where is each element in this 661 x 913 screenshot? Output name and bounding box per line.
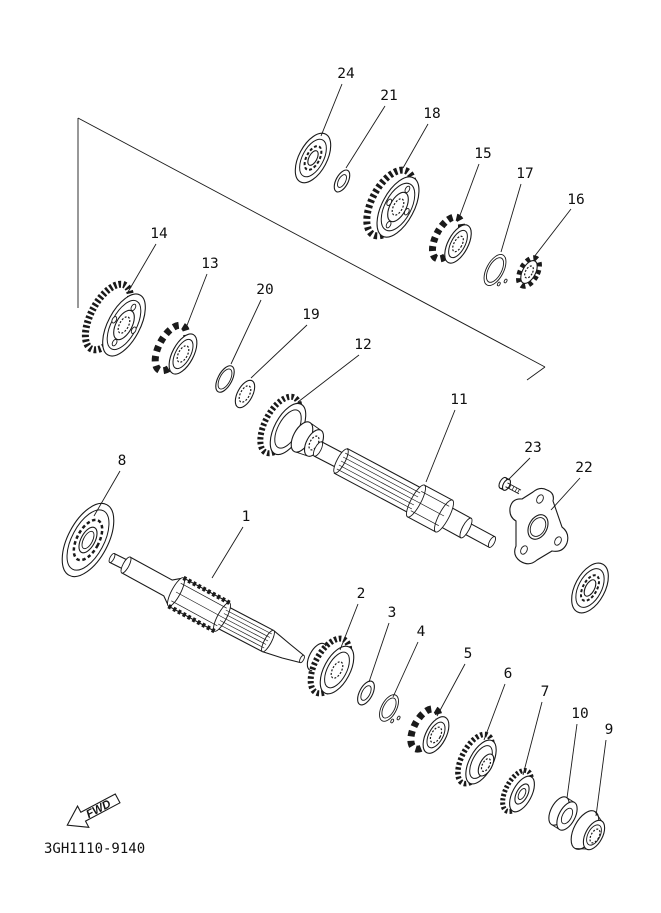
callout-label-10: 10 <box>571 706 588 722</box>
fwd-arrow: FWD <box>66 793 121 828</box>
callout-label-1: 1 <box>242 509 251 525</box>
callout-leader-6 <box>483 683 506 741</box>
callout-leader-21 <box>345 105 386 169</box>
bearing-under-bracket <box>571 562 609 614</box>
callout-label-15: 15 <box>474 146 491 162</box>
part-14-gear <box>81 280 146 357</box>
callout-label-9: 9 <box>605 722 614 738</box>
callout-leader-16 <box>533 208 572 258</box>
part-11-shaft <box>312 441 497 549</box>
part-5-clutch-dog <box>407 705 450 754</box>
callout-label-22: 22 <box>575 460 592 476</box>
callout-leader-8 <box>93 470 121 517</box>
callout-leader-2 <box>339 603 359 651</box>
part-10-spacer <box>548 796 578 831</box>
callout-label-24: 24 <box>337 66 355 82</box>
callout-leader-22 <box>550 477 581 511</box>
callout-label-23: 23 <box>524 440 541 456</box>
callout-label-8: 8 <box>118 453 127 469</box>
callout-leader-17 <box>500 183 522 253</box>
callout-leader-20 <box>230 299 262 365</box>
callout-label-3: 3 <box>388 605 397 621</box>
callout-label-4: 4 <box>417 624 426 640</box>
callout-label-20: 20 <box>256 282 273 298</box>
callout-leader-18 <box>402 123 429 169</box>
callout-leader-12 <box>297 354 360 403</box>
callout-leader-24 <box>320 83 343 137</box>
callout-leader-14 <box>127 243 157 293</box>
part-15-clutch-dog <box>428 213 472 264</box>
part-4-circlip <box>379 694 401 726</box>
callout-label-12: 12 <box>354 337 371 353</box>
fwd-label: FWD <box>84 798 113 821</box>
callout-label-19: 19 <box>302 307 319 323</box>
callout-leader-9 <box>595 739 607 817</box>
part-6-gear <box>455 731 497 787</box>
callout-label-7: 7 <box>541 684 550 700</box>
callout-leader-19 <box>250 324 308 379</box>
callout-leader-13 <box>185 273 208 329</box>
callout-leader-1 <box>211 526 244 579</box>
diagram-code: 3GH1110-9140 <box>44 841 145 857</box>
callout-label-6: 6 <box>504 666 513 682</box>
part-2-gear <box>306 635 355 697</box>
callout-label-5: 5 <box>464 646 473 662</box>
callout-leader-5 <box>436 663 466 717</box>
callout-label-2: 2 <box>357 586 366 602</box>
part-23-bolt <box>498 476 522 495</box>
callout-leader-23 <box>507 457 531 481</box>
part-9-bearing <box>570 810 606 851</box>
callout-leader-15 <box>458 163 480 219</box>
callout-leader-7 <box>522 701 543 776</box>
part-24-bearing <box>294 132 332 184</box>
callout-label-11: 11 <box>450 392 467 408</box>
part-3-washer <box>357 680 375 706</box>
callout-label-13: 13 <box>201 256 218 272</box>
reference-plane <box>77 117 546 381</box>
part-12-gear <box>257 393 325 457</box>
part-18-gear <box>363 166 420 240</box>
callout-label-21: 21 <box>380 88 397 104</box>
callout-label-18: 18 <box>423 106 440 122</box>
callout-leader-11 <box>425 409 456 483</box>
part-13-clutch-dog <box>151 321 198 375</box>
callout-label-16: 16 <box>567 192 584 208</box>
callout-leader-10 <box>566 723 578 799</box>
callout-label-17: 17 <box>516 166 533 182</box>
part-22-bracket <box>509 487 569 565</box>
part-8-bearing <box>61 502 115 578</box>
part-21-washer <box>333 169 351 193</box>
part-17-circlip <box>483 254 508 289</box>
callout-leader-3 <box>368 622 390 683</box>
callout-leader-4 <box>392 641 419 698</box>
part-16-dog-washer <box>516 255 542 289</box>
callout-label-14: 14 <box>150 226 168 242</box>
part-7-gear <box>500 767 535 815</box>
part-20-washer <box>215 365 235 393</box>
part-1-shaft <box>108 552 305 664</box>
part-19-washer <box>234 379 256 409</box>
